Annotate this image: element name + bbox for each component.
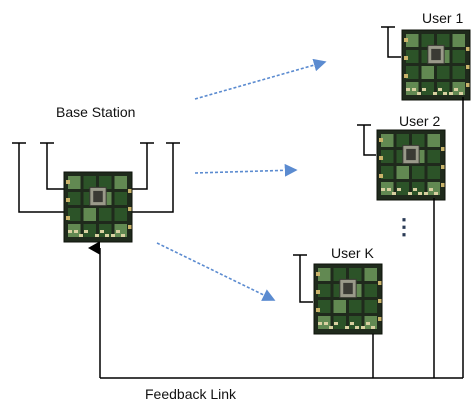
base-station-antennas: [12, 142, 180, 213]
antenna-1: [12, 142, 66, 213]
feedback-link-label: Feedback Link: [145, 386, 237, 402]
antenna-3: [130, 142, 154, 190]
user-2-label: User 2: [399, 113, 441, 129]
user-k-label: User K: [331, 245, 374, 261]
user-ellipsis: ⋮: [393, 214, 415, 239]
base-station-board: [63, 171, 133, 243]
wireless-arrow-user-k: [156, 242, 276, 301]
user-2-board: [376, 129, 446, 201]
feedback-link: [88, 97, 464, 379]
user-2-antenna: [357, 124, 376, 156]
user-1-board: [401, 29, 471, 101]
wireless-arrow-user-2: [194, 163, 298, 177]
antenna-4: [130, 142, 180, 213]
user-1-antenna: [381, 26, 401, 58]
wireless-arrow-user-1: [194, 58, 327, 100]
antenna-2: [40, 142, 66, 190]
user-1-label: User 1: [422, 10, 464, 26]
base-station-label: Base Station: [56, 104, 136, 120]
user-k-board: [313, 263, 383, 335]
user-k-antenna: [293, 254, 313, 303]
